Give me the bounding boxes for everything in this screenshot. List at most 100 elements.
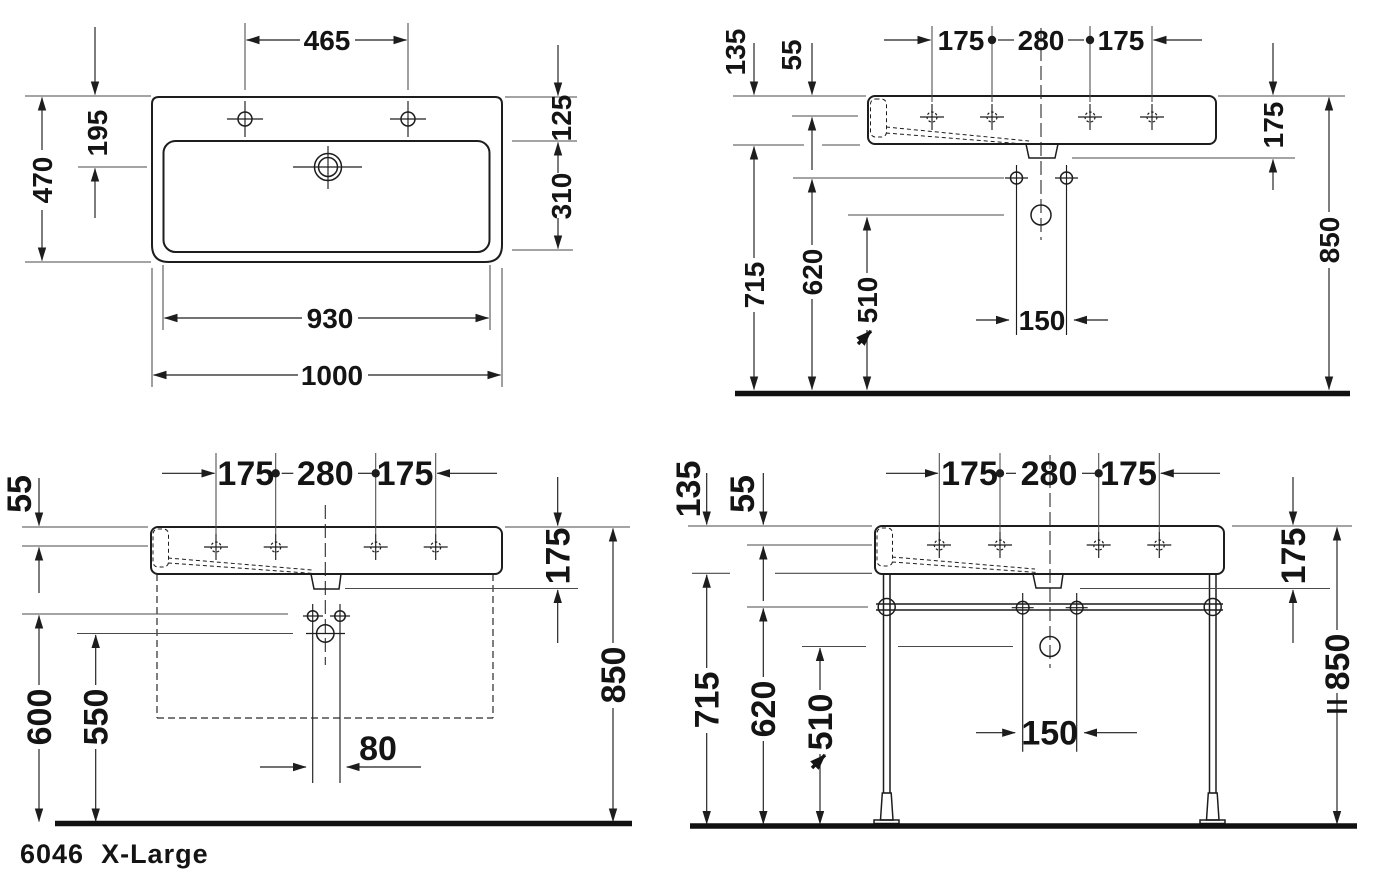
dim-label: 280 (1021, 455, 1078, 493)
dim-label: 55 (724, 475, 762, 513)
dim-135: 135 (670, 461, 711, 526)
dim-label: 175 (941, 455, 998, 493)
dim-label: 930 (307, 303, 354, 334)
dim-510: 510 (852, 216, 883, 391)
drain-outlet (1025, 143, 1059, 159)
drain-outlet (1032, 573, 1064, 589)
front-elevation-wall-hung: 175 280 175 55 600 550 175 850 (1, 453, 633, 827)
console-leg-left (873, 574, 900, 825)
dim-150: 150 (976, 305, 1108, 336)
dim-label: 175 (1100, 455, 1157, 493)
dim-175-height: 175 (1275, 477, 1313, 643)
dim-tap-hole-spacing: 175 280 175 (884, 25, 1202, 102)
dim-label: 175 (938, 25, 985, 56)
connection-arrow-icon (856, 329, 873, 346)
siphon-outlet-icon (306, 624, 345, 643)
dim-label: 280 (1018, 25, 1065, 56)
plan-view: 465 470 195 125 310 (25, 23, 577, 391)
dim-label: 620 (745, 681, 783, 738)
foot-plate (873, 819, 900, 825)
understructure-dashed-box (156, 574, 494, 719)
overflow-drain-icon (293, 146, 362, 189)
dim-total-width: 1000 (151, 268, 503, 391)
dim-150: 150 (976, 715, 1137, 753)
dim-total-depth: 470 (25, 95, 151, 263)
fixing-hole-icon (1055, 165, 1078, 335)
front-elevation-with-console-legs: 175 280 175 135 55 715 620 510 (670, 453, 1357, 829)
tap-hole-icon (927, 532, 951, 558)
bowl-section-dashed (876, 527, 1038, 573)
dim-175-height: 175 (540, 477, 578, 643)
tap-hole-icon (980, 104, 1004, 130)
tap-hole-icon (363, 534, 388, 560)
tap-hole-icon (204, 534, 228, 560)
foot-plate (1199, 819, 1226, 825)
dim-label: 510 (852, 277, 883, 324)
tap-hole-icon (423, 534, 448, 560)
dim-175-height: 175 (1258, 43, 1289, 190)
dim-label: 620 (797, 249, 828, 296)
fixing-hole-icon (1011, 593, 1034, 752)
dim-label: 175 (377, 455, 434, 493)
dim-label: 510 (802, 694, 840, 751)
dim-715: 715 (739, 145, 770, 391)
siphon-outlet-icon (1030, 204, 1052, 226)
basin-outline (867, 95, 1217, 145)
dim-label: 715 (689, 672, 727, 729)
dim-label: 175 (217, 455, 274, 493)
faucet-hole-icon (390, 101, 426, 137)
faucet-hole-icon (227, 101, 263, 137)
dim-label: 175 (1258, 102, 1289, 149)
dim-label: 550 (78, 689, 116, 746)
dim-label: 135 (720, 29, 751, 76)
dim-label: 715 (739, 262, 770, 309)
tap-hole-icon (1078, 104, 1102, 130)
dim-bowl-depth: 310 (546, 141, 577, 250)
dim-label: 1000 (301, 360, 363, 391)
dim-135: 135 (720, 29, 759, 96)
tap-hole-icon (1147, 532, 1172, 558)
dim-label: 55 (776, 39, 807, 70)
dim-label: 850 (595, 647, 633, 704)
dim-label: 150 (1021, 715, 1078, 753)
drain-outlet (310, 573, 342, 590)
tap-hole-icon (988, 532, 1012, 558)
console-leg-right (1199, 574, 1226, 825)
dim-label: 175 (1098, 25, 1145, 56)
basin-outline (151, 96, 503, 263)
dim-label: 55 (1, 475, 39, 513)
fixing-hole-icon (1005, 165, 1028, 335)
dim-510: 510 (802, 647, 840, 825)
dim-600: 600 (21, 614, 59, 823)
fixing-hole-icon (1065, 593, 1088, 752)
dim-850-adjustable: 850 (1319, 526, 1357, 825)
dim-55: 55 (1, 475, 44, 593)
adjustable-foot (879, 792, 894, 821)
dim-label: 175 (1275, 528, 1313, 585)
dim-label: 600 (21, 689, 59, 746)
dim-620: 620 (745, 607, 783, 825)
tap-hole-icon (1140, 104, 1164, 130)
dim-tap-hole-spacing: 175 280 175 (162, 453, 497, 534)
dim-850: 850 (595, 527, 633, 823)
dim-850: 850 (1314, 96, 1345, 391)
bowl-section-dashed (152, 528, 315, 574)
fixing-hole-icon (303, 604, 323, 783)
model-label: 6046 X-Large (20, 839, 209, 869)
tap-hole-icon (920, 104, 944, 130)
dim-label: 310 (546, 173, 577, 220)
dim-label: 135 (670, 461, 708, 518)
siphon-outlet-icon (1039, 635, 1061, 658)
dim-label: 850 (1319, 634, 1357, 691)
dim-bowl-width: 930 (162, 265, 491, 334)
bowl-section-dashed (870, 98, 1030, 145)
dim-55: 55 (776, 39, 817, 170)
connection-arrow-icon (810, 753, 827, 770)
dim-front-depth: 195 (78, 27, 147, 218)
dim-tap-hole-spacing: 175 280 175 (886, 453, 1220, 532)
front-elevation-wall-mounted: 175 280 175 135 55 715 620 510 (720, 25, 1350, 397)
tap-hole-icon (1086, 532, 1111, 558)
dim-55: 55 (724, 473, 768, 601)
dim-label: 150 (1019, 305, 1066, 336)
dim-faucet-spacing: 465 (244, 23, 409, 90)
